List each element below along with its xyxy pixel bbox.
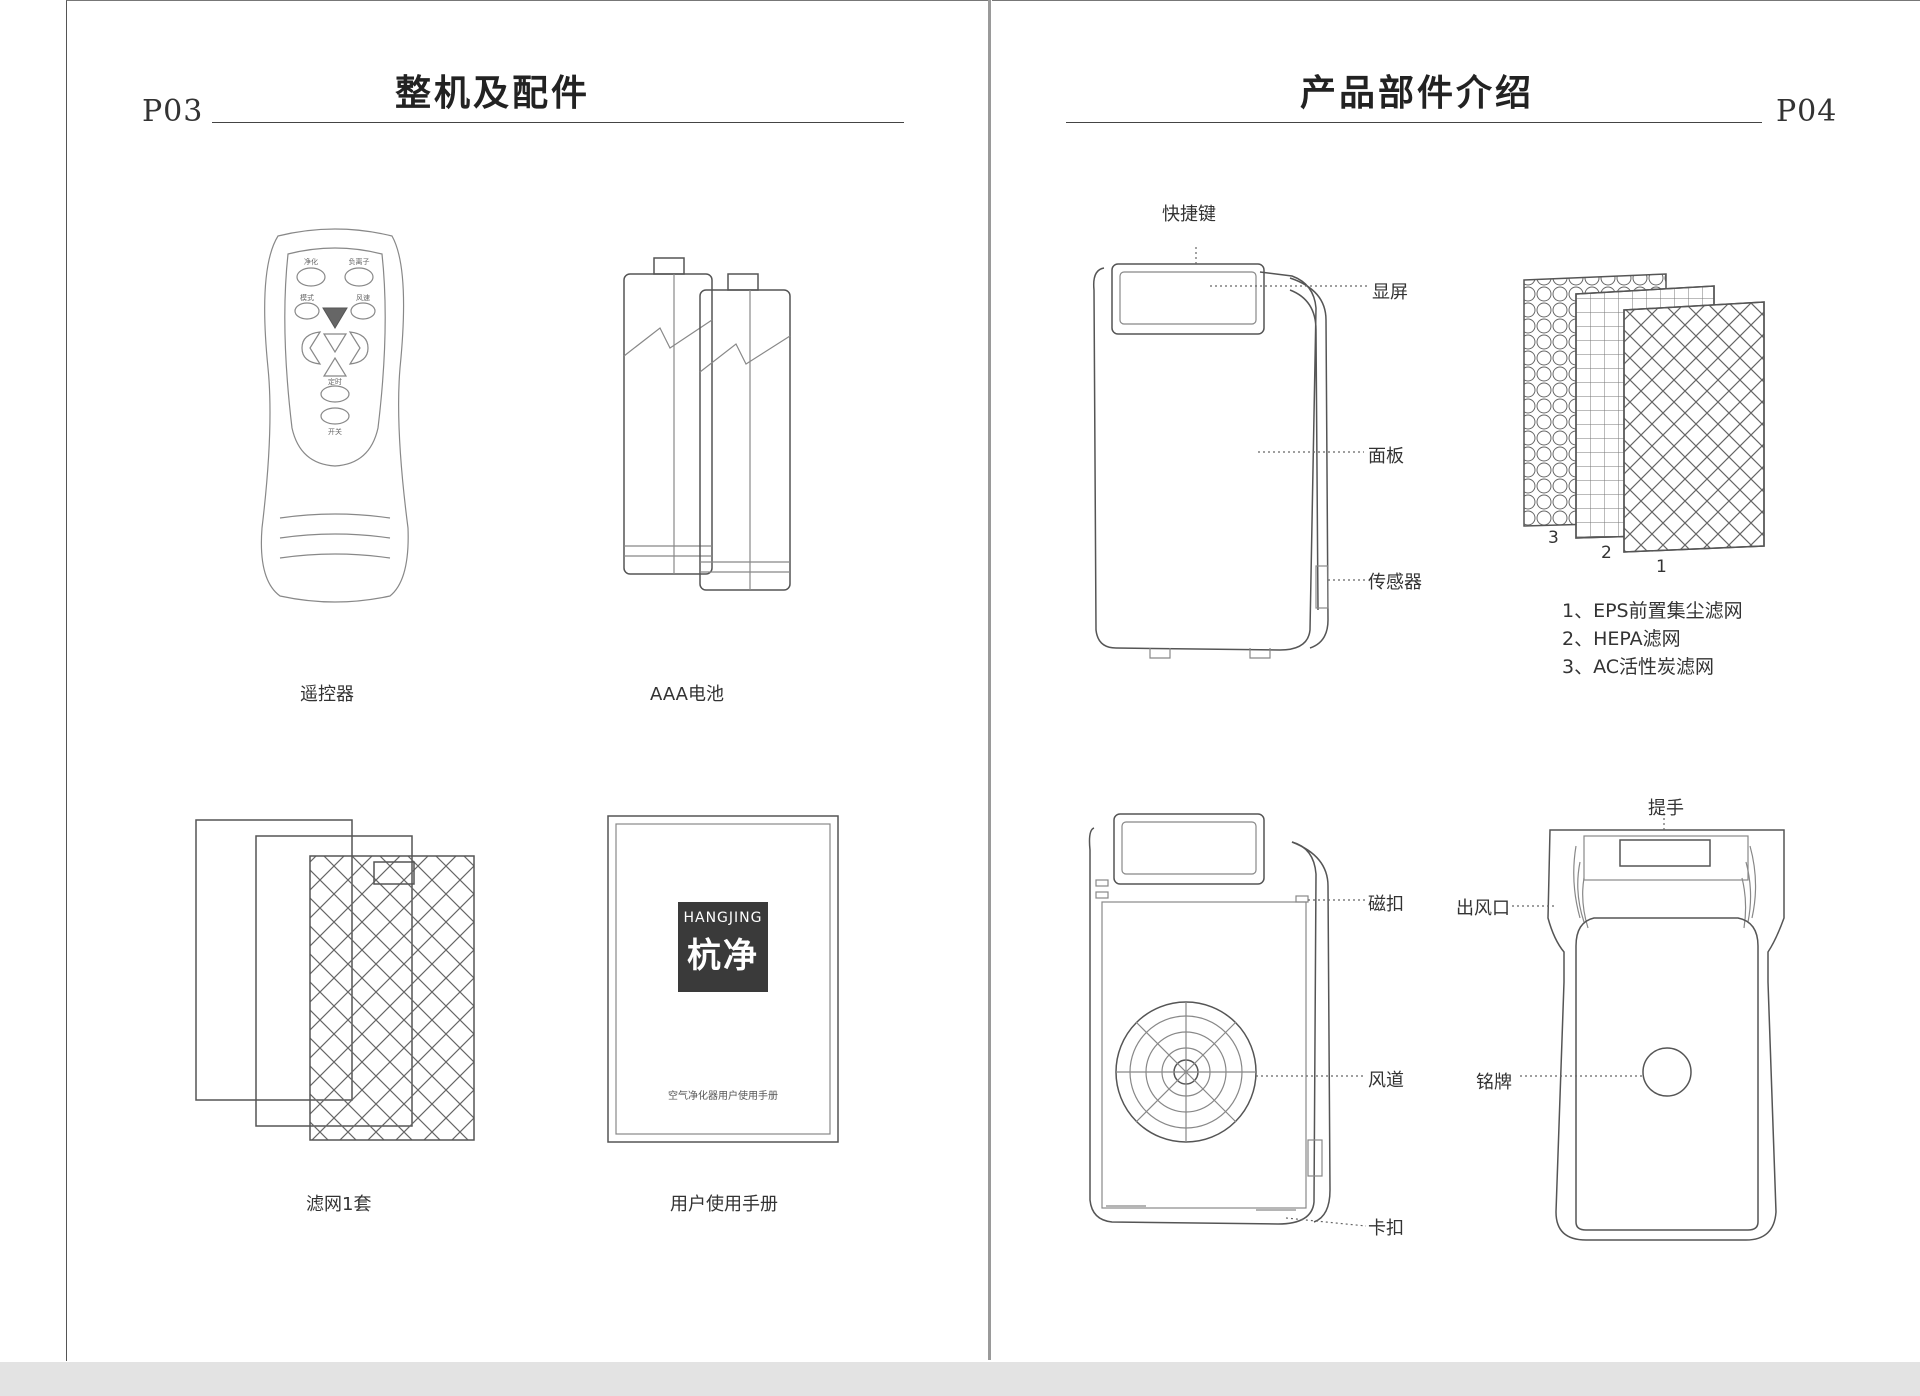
filter-legend-item: 1、EPS前置集尘滤网 <box>1562 600 1743 622</box>
remote-btn-label: 开关 <box>328 427 342 436</box>
battery-caption: AAA电池 <box>650 684 724 705</box>
callout-nameplate: 铭牌 <box>1476 1072 1512 1093</box>
right-page <box>992 0 1920 1361</box>
callout-sensor: 传感器 <box>1368 572 1422 593</box>
remote-btn-label: 净化 <box>304 257 318 266</box>
purifier-front-illustration <box>1092 244 1368 659</box>
right-page-title: 产品部件介绍 <box>1300 73 1535 114</box>
filter-legend-item: 3、AC活性炭滤网 <box>1562 656 1715 678</box>
callout-clip: 卡扣 <box>1368 1218 1404 1239</box>
hangjing-logo: HANGJING 杭净 <box>678 902 768 992</box>
purifier-back-illustration <box>1510 812 1785 1241</box>
callout-handle: 提手 <box>1648 798 1684 819</box>
remote-btn-label: 风速 <box>356 294 370 302</box>
filter-layers-illustration <box>1523 273 1765 553</box>
page-gutter <box>988 0 991 1360</box>
remote-btn-label: 模式 <box>300 293 314 302</box>
callout-air-outlet: 出风口 <box>1456 898 1510 919</box>
filter-legend-item: 2、HEPA滤网 <box>1562 628 1681 650</box>
callout-air-duct: 风道 <box>1368 1070 1404 1091</box>
logo-brand-en: HANGJING <box>683 910 763 926</box>
logo-brand-cn: 杭净 <box>687 936 759 976</box>
callout-shortcut-key: 快捷键 <box>1162 204 1216 225</box>
remote-btn-label: 负离子 <box>349 257 370 266</box>
callout-panel: 面板 <box>1368 446 1404 467</box>
right-page-number: P04 <box>1776 94 1838 129</box>
remote-control-illustration: 净化 负离子 定时 模式 风速 开关 <box>260 228 409 603</box>
filter-set-illustration <box>195 819 475 1141</box>
remote-caption: 遥控器 <box>300 684 354 705</box>
manual-cover-subtitle: 空气净化器用户使用手册 <box>668 1091 778 1102</box>
filter-number-2: 2 <box>1601 543 1612 563</box>
callout-magnet-latch: 磁扣 <box>1368 894 1404 915</box>
left-page <box>66 0 991 1361</box>
user-manual-illustration <box>607 815 839 1143</box>
manual-caption: 用户使用手册 <box>670 1194 778 1215</box>
right-title-rule <box>1066 122 1762 123</box>
remote-btn-label: 定时 <box>328 377 342 386</box>
callout-display: 显屏 <box>1372 282 1408 303</box>
left-title-rule <box>212 122 904 123</box>
left-page-title: 整机及配件 <box>395 73 591 114</box>
aaa-battery-illustration <box>623 257 791 591</box>
filter-caption: 滤网1套 <box>306 1194 372 1215</box>
filter-number-3: 3 <box>1548 528 1559 548</box>
scan-bottom-edge <box>0 1362 1920 1396</box>
left-page-number: P03 <box>142 94 204 129</box>
purifier-inner-illustration <box>1088 813 1367 1227</box>
filter-number-1: 1 <box>1656 557 1667 577</box>
